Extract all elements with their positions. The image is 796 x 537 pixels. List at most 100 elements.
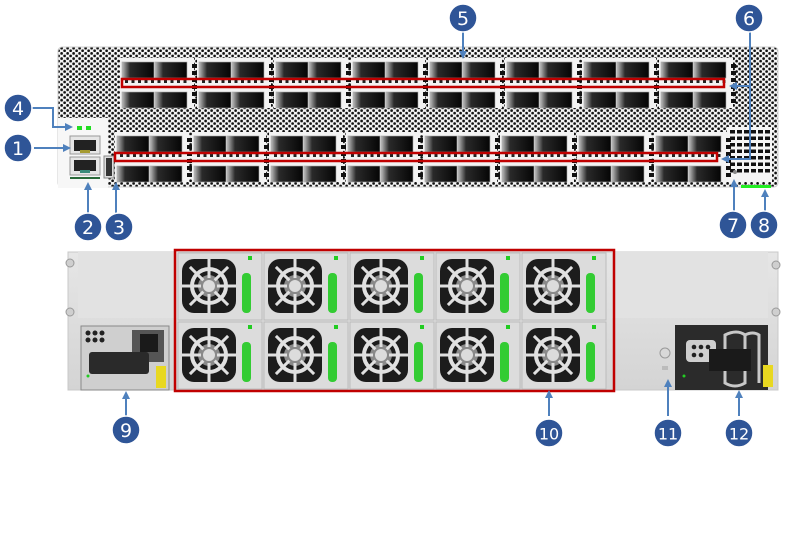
management-port[interactable]: [69, 135, 101, 155]
fan-handle[interactable]: [242, 342, 251, 382]
qsfp-port-cage[interactable]: [308, 91, 342, 109]
psu-left[interactable]: [80, 325, 170, 391]
usb-port[interactable]: [103, 155, 115, 179]
fan-spoke: [213, 334, 230, 351]
fan-handle[interactable]: [328, 342, 337, 382]
qsfp-port-cage[interactable]: [693, 91, 727, 109]
qsfp-port-cage[interactable]: [611, 165, 645, 183]
qsfp-port-cage[interactable]: [578, 135, 612, 153]
qsfp-port-cage[interactable]: [347, 135, 381, 153]
fan-handle[interactable]: [414, 273, 423, 313]
qsfp-port-cage[interactable]: [303, 135, 337, 153]
fan-handle[interactable]: [500, 342, 509, 382]
qsfp-port-cage[interactable]: [611, 135, 645, 153]
fan-module[interactable]: [177, 321, 263, 390]
qsfp-port-cage[interactable]: [308, 61, 342, 79]
qsfp-port-cage[interactable]: [193, 135, 227, 153]
qsfp-port-cage[interactable]: [424, 165, 458, 183]
port-led: [159, 154, 162, 157]
qsfp-port-cage[interactable]: [534, 165, 568, 183]
fan-status-led: [420, 325, 424, 329]
qsfp-port-cage[interactable]: [154, 61, 188, 79]
qsfp-port-cage[interactable]: [429, 91, 463, 109]
qsfp-port-cage[interactable]: [198, 61, 232, 79]
qsfp-port-cage[interactable]: [116, 135, 150, 153]
fan-module[interactable]: [435, 321, 521, 390]
qsfp-port-cage[interactable]: [688, 165, 722, 183]
fan-module[interactable]: [177, 252, 263, 321]
fan-module[interactable]: [435, 252, 521, 321]
qsfp-port-cage[interactable]: [116, 165, 150, 183]
qsfp-port-cage[interactable]: [616, 91, 650, 109]
qsfp-port-cage[interactable]: [578, 165, 612, 183]
qsfp-port-cage[interactable]: [226, 165, 260, 183]
qsfp-port-cage[interactable]: [149, 165, 183, 183]
qsfp-port-cage[interactable]: [193, 165, 227, 183]
qsfp-port-cage[interactable]: [275, 91, 309, 109]
reset-button[interactable]: [733, 170, 737, 174]
qsfp-port-cage[interactable]: [655, 165, 689, 183]
port-led: [544, 154, 547, 157]
fan-module[interactable]: [263, 321, 349, 390]
fan-handle[interactable]: [586, 273, 595, 313]
qsfp-port-cage[interactable]: [352, 61, 386, 79]
fan-spoke: [213, 290, 230, 307]
fan-handle[interactable]: [500, 273, 509, 313]
fan-spoke: [532, 334, 549, 351]
qsfp-port-cage[interactable]: [660, 91, 694, 109]
qsfp-port-cage[interactable]: [275, 61, 309, 79]
qsfp-port-cage[interactable]: [583, 61, 617, 79]
qsfp-port-cage[interactable]: [380, 165, 414, 183]
qsfp-port-cage[interactable]: [303, 165, 337, 183]
fan-module[interactable]: [521, 321, 607, 390]
qsfp-port-cage[interactable]: [688, 135, 722, 153]
console-port[interactable]: [69, 156, 101, 176]
fan-spoke: [274, 290, 291, 307]
qsfp-port-cage[interactable]: [231, 61, 265, 79]
qsfp-port-cage[interactable]: [616, 61, 650, 79]
qsfp-port-cage[interactable]: [693, 61, 727, 79]
qsfp-port-cage[interactable]: [462, 61, 496, 79]
qsfp-port-cage[interactable]: [385, 91, 419, 109]
port-led: [388, 80, 392, 83]
qsfp-port-cage[interactable]: [121, 91, 155, 109]
qsfp-port-cage[interactable]: [655, 135, 689, 153]
qsfp-port-cage[interactable]: [121, 61, 155, 79]
fan-handle[interactable]: [414, 342, 423, 382]
qsfp-port-cage[interactable]: [270, 135, 304, 153]
qsfp-port-cage[interactable]: [534, 135, 568, 153]
qsfp-port-cage[interactable]: [429, 61, 463, 79]
qsfp-port-cage[interactable]: [457, 165, 491, 183]
qsfp-port-cage[interactable]: [226, 135, 260, 153]
qsfp-port-cage[interactable]: [501, 135, 535, 153]
qsfp-port-cage[interactable]: [457, 135, 491, 153]
qsfp-port-cage[interactable]: [462, 91, 496, 109]
qsfp-port-cage[interactable]: [347, 165, 381, 183]
fan-module[interactable]: [349, 321, 435, 390]
fan-handle[interactable]: [328, 273, 337, 313]
fan-handle[interactable]: [586, 342, 595, 382]
qsfp-port-cage[interactable]: [231, 91, 265, 109]
fan-module[interactable]: [349, 252, 435, 321]
qsfp-port-cage[interactable]: [506, 61, 540, 79]
fan-handle[interactable]: [242, 273, 251, 313]
qsfp-port-cage[interactable]: [154, 91, 188, 109]
qsfp-port-cage[interactable]: [539, 61, 573, 79]
port-led: [542, 80, 546, 83]
qsfp-port-cage[interactable]: [352, 91, 386, 109]
qsfp-port-cage[interactable]: [270, 165, 304, 183]
qsfp-port-cage[interactable]: [385, 61, 419, 79]
qsfp-port-cage[interactable]: [506, 91, 540, 109]
qsfp-port-cage[interactable]: [539, 91, 573, 109]
fan-module[interactable]: [263, 252, 349, 321]
psu-right[interactable]: [675, 325, 773, 390]
fan-module[interactable]: [521, 252, 607, 321]
qsfp-port-cage[interactable]: [424, 135, 458, 153]
qsfp-port-cage[interactable]: [583, 91, 617, 109]
qsfp-port-cage[interactable]: [501, 165, 535, 183]
qsfp-port-cage[interactable]: [149, 135, 183, 153]
callout-5: 5: [448, 3, 478, 33]
qsfp-port-cage[interactable]: [198, 91, 232, 109]
qsfp-port-cage[interactable]: [660, 61, 694, 79]
qsfp-port-cage[interactable]: [380, 135, 414, 153]
